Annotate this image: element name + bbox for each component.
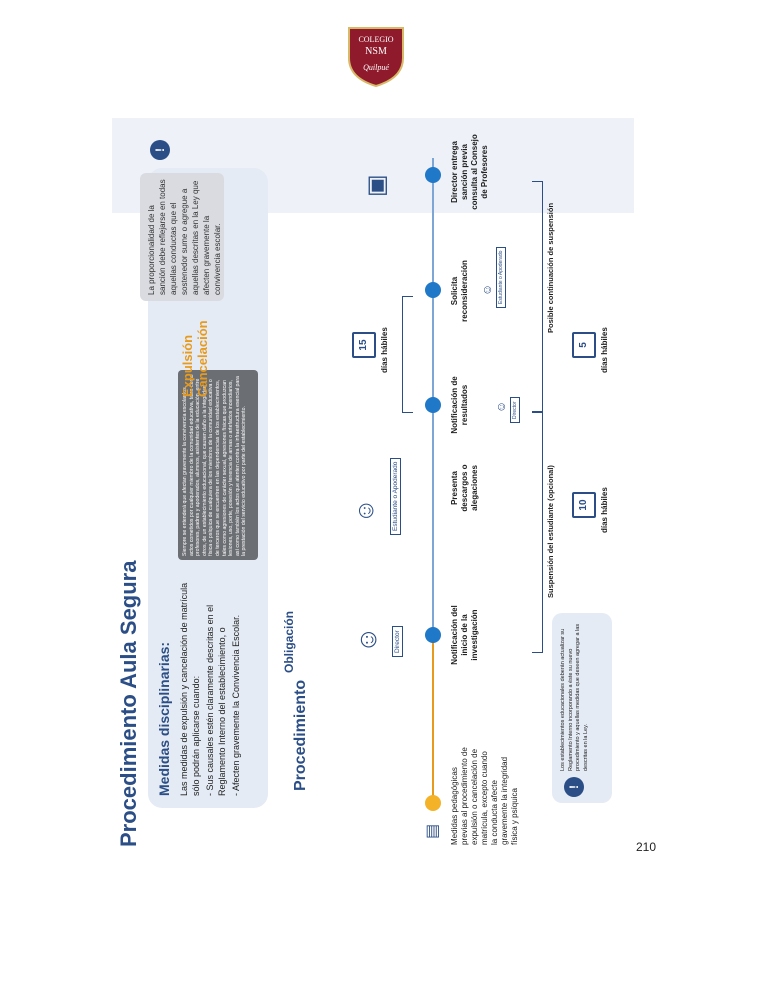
step-reconsideracion: Solicita reconsideración [450, 260, 469, 322]
medidas-text: Las medidas de expulsión y cancelación d… [178, 576, 244, 796]
medidas-item-1: - Sus causales estén claramente descrita… [205, 604, 227, 796]
bracket-continuacion [532, 181, 543, 413]
director-badge: Director [392, 626, 403, 657]
obligacion-label: Obligación [282, 610, 296, 673]
director-small-icon: ☺ [494, 400, 508, 413]
director-person-icon: ☺ [352, 626, 382, 653]
continuacion-label: Posible continuación de suspensión [546, 202, 555, 333]
calendar-15-label: días hábiles [380, 327, 389, 373]
poster-content: Procedimiento Aula Segura Medidas discip… [112, 118, 634, 853]
student-person-icon: ☺ [352, 498, 379, 523]
director-small-badge: Director [510, 397, 520, 423]
timeline-orange-segment [432, 633, 434, 803]
serious-conduct-note: Siempre se entenderá que afectan graveme… [178, 370, 258, 560]
student-badge: Estudiante o Apoderado [390, 457, 401, 535]
medidas-item-2: - Afecten gravemente la Convivencia Esco… [231, 614, 241, 796]
medidas-intro: Las medidas de expulsión y cancelación d… [179, 582, 201, 796]
bracket-suspension [532, 411, 543, 653]
council-meeting-icon: ▣ [363, 174, 390, 197]
expulsion-label: Expulsión [180, 334, 195, 397]
calendar-15-icon: 15 [352, 332, 376, 358]
logo-text-colegio: COLEGIO [358, 35, 393, 44]
expulsion-cancelacion-label: Expulsión Cancelación [180, 320, 210, 397]
bottom-note-text: Los establecimientos educacionales deber… [560, 623, 589, 771]
page-number: 210 [636, 840, 657, 854]
student-small-icon: ☺ [480, 283, 494, 296]
student-small-badge: Estudiante o Apoderado [496, 246, 506, 308]
calendar-5-label: días hábiles [600, 327, 609, 373]
procedure-poster: Procedimiento Aula Segura Medidas discip… [112, 118, 634, 853]
timeline-dot-2 [425, 627, 441, 643]
step-medidas-previas: Medidas pedagógicas previas al procedimi… [450, 747, 519, 845]
proportionality-box: La proporcionalidad de la sanción debe r… [140, 173, 224, 301]
poster-title: Procedimiento Aula Segura [116, 560, 141, 847]
suspension-label: Suspensión del estudiante (opcional) [546, 465, 555, 598]
warning-icon: ! [150, 140, 170, 160]
timeline-dot-start [425, 795, 441, 811]
timeline-dot-5 [425, 167, 441, 183]
logo-text-quilpue: Quilpué [363, 63, 389, 72]
calendar-5-icon: 5 [572, 332, 596, 358]
logo-text-nsm: NSM [365, 46, 387, 57]
school-crest-logo: COLEGIO NSM Quilpué [348, 27, 404, 88]
medidas-title: Medidas disciplinarias: [156, 641, 172, 796]
book-icon: ▤ [424, 823, 441, 839]
step-descargos: Presenta descargos o alegaciones [450, 464, 479, 512]
bracket-15-days [402, 296, 413, 413]
calendar-10-label: días hábiles [600, 487, 609, 533]
step-notificacion-resultados: Notificación de resultados [450, 376, 469, 434]
timeline-dot-3 [425, 397, 441, 413]
cancelacion-label: Cancelación [195, 320, 210, 397]
calendar-10-icon: 10 [572, 492, 596, 518]
timeline-dot-4 [425, 282, 441, 298]
step-director-sancion: Director entrega sanción previa consulta… [450, 134, 489, 210]
warning-icon-bottom: ! [564, 777, 584, 797]
procedimiento-heading: Procedimiento [292, 679, 309, 791]
step-notificacion-inicio: Notificación del inicio de la investigac… [450, 605, 479, 665]
